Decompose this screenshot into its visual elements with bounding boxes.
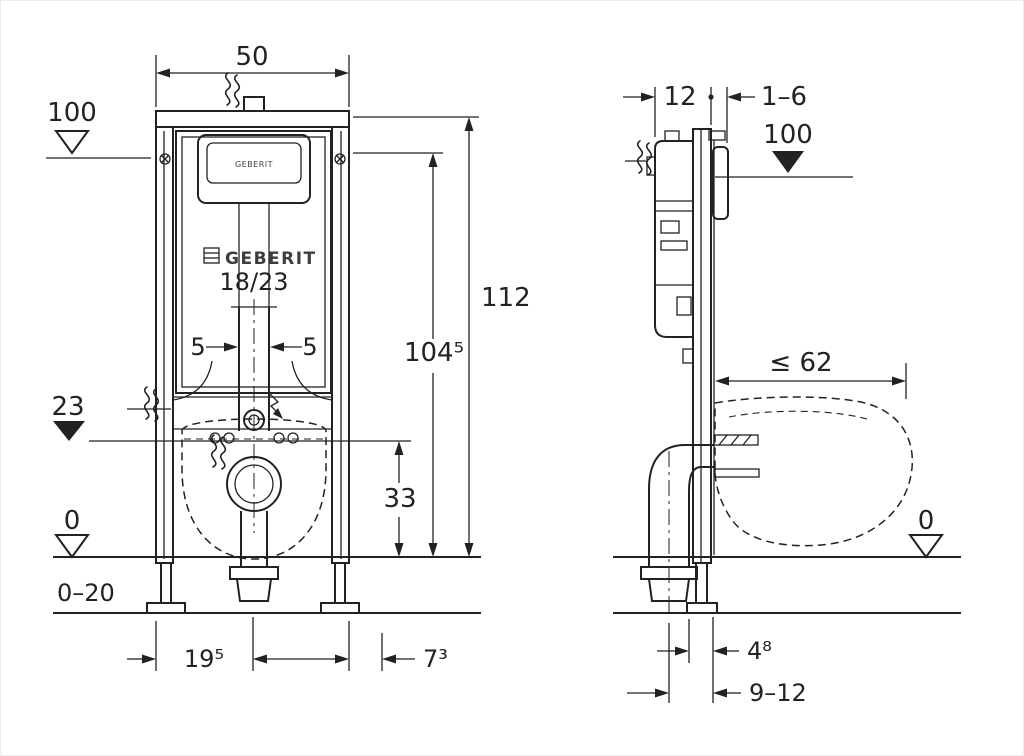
dim-wall-thickness bbox=[726, 87, 755, 143]
front-view: GEBERIT GEBERIT 18/23 bbox=[46, 42, 531, 673]
level-100-front bbox=[46, 130, 151, 159]
vent-squiggle-icon bbox=[224, 72, 241, 108]
bowl-fixing-hardware bbox=[713, 434, 760, 478]
dim-pipe-edge-label: 4⁸ bbox=[747, 637, 772, 665]
dim-bowl-depth bbox=[715, 363, 907, 399]
level-100-side bbox=[715, 151, 853, 178]
water-supply-front bbox=[127, 72, 241, 470]
level-0-front bbox=[54, 534, 90, 559]
level-100-front-label: 100 bbox=[47, 98, 97, 128]
dim-offset-left-label: 5 bbox=[190, 333, 205, 361]
bowl-outline-side bbox=[714, 396, 914, 547]
side-view: 12 1–6 100 ≤ 62 bbox=[613, 82, 961, 707]
dim-offset-right-label: 5 bbox=[302, 333, 317, 361]
level-0-side bbox=[908, 534, 944, 559]
cistern-front bbox=[175, 130, 332, 394]
bowl-outline-front bbox=[181, 418, 327, 560]
dim-height-33 bbox=[394, 441, 404, 557]
dim-wall-thickness-label: 1–6 bbox=[761, 82, 807, 112]
mounting-fittings-front bbox=[173, 392, 332, 444]
dim-pipe-edge bbox=[657, 617, 739, 703]
dim-pipe-center-label: 9–12 bbox=[749, 679, 807, 707]
dim-bottom-front bbox=[127, 617, 415, 671]
dim-bowl-depth-label: ≤ 62 bbox=[769, 348, 832, 378]
floor-lines-side bbox=[613, 556, 961, 614]
flush-plate-brand-text: GEBERIT bbox=[235, 160, 273, 169]
dim-height-1045 bbox=[353, 152, 443, 557]
fixing-screw-right bbox=[334, 153, 346, 165]
dim-width-50-label: 50 bbox=[235, 42, 268, 72]
drain-elbow-side bbox=[640, 444, 714, 615]
dim-offset-right bbox=[270, 342, 302, 352]
dim-height-112-label: 112 bbox=[481, 283, 531, 313]
mounting-frame-front bbox=[146, 96, 360, 614]
flush-pipe-front bbox=[231, 299, 277, 533]
cistern-side bbox=[625, 130, 693, 338]
level-23 bbox=[53, 421, 411, 442]
level-100-side-label: 100 bbox=[763, 120, 813, 150]
dim-height-33-label: 33 bbox=[383, 484, 416, 514]
dim-height-1045-label: 104⁵ bbox=[404, 338, 464, 368]
hose-squiggle-icon bbox=[210, 434, 227, 470]
level-23-label: 23 bbox=[51, 392, 84, 422]
dim-195-label: 19⁵ bbox=[184, 645, 224, 673]
model-label: 18/23 bbox=[219, 268, 288, 296]
brand-logo-text: GEBERIT bbox=[225, 249, 317, 269]
dim-pipe-center bbox=[627, 623, 741, 703]
dim-width-50 bbox=[155, 55, 350, 107]
dim-depth-12-label: 12 bbox=[663, 82, 696, 112]
dim-height-112 bbox=[353, 116, 479, 557]
dim-73-label: 7³ bbox=[423, 645, 448, 673]
dim-offset-left bbox=[206, 342, 238, 352]
supply-squiggle-side-icon bbox=[636, 140, 653, 176]
screed-range-label: 0–20 bbox=[57, 579, 115, 607]
dim-depth-12 bbox=[623, 87, 714, 137]
floor-lines-front bbox=[53, 556, 481, 614]
brand-logo-icon bbox=[203, 247, 220, 264]
flush-plate-side bbox=[712, 146, 729, 220]
level-0-front-label: 0 bbox=[64, 506, 81, 536]
level-0-side-label: 0 bbox=[918, 506, 935, 536]
fixing-screw-left bbox=[159, 153, 171, 165]
